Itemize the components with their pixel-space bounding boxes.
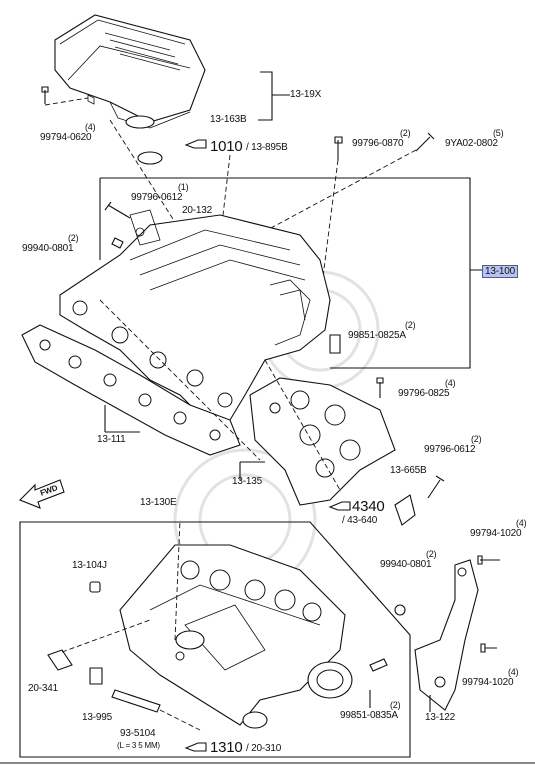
label-9ya02-0802[interactable]: 9YA02-0802 [445,138,498,149]
label-99794-0620[interactable]: 99794-0620 [40,132,92,143]
assembly-bracket-13-130e [19,521,411,758]
forward-arrow-icon [19,479,65,509]
qty-99794-1020-lower: (4) [508,667,519,677]
qty-99851-0835a: (2) [390,700,401,710]
hose-length-note: (L = 3 5 MM) [117,741,160,750]
hand-pointer-icon [184,139,351,752]
label-99796-0612-lower[interactable]: 99796-0612 [424,444,476,455]
label-99794-1020-lower[interactable]: 99794-1020 [462,677,514,688]
label-99851-0835a[interactable]: 99851-0835A [340,710,398,721]
qty-9ya02-0802: (5) [493,128,504,138]
label-13-135[interactable]: 13-135 [232,476,262,487]
qty-99796-0612-upper: (1) [178,182,189,192]
qty-99796-0825: (4) [445,378,456,388]
plenum-gasket [249,377,396,506]
ref-4340[interactable]: 4340 [352,498,385,515]
qty-99796-0612-lower: (2) [471,434,482,444]
support-bracket-small [394,494,416,526]
label-20-132[interactable]: 20-132 [182,205,212,216]
air-intake-cover [54,14,206,165]
ref-1010[interactable]: 1010 [210,138,243,155]
label-20-341[interactable]: 20-341 [28,683,58,694]
label-99796-0825[interactable]: 99796-0825 [398,388,450,399]
label-93-5104[interactable]: 93-5104 [120,728,156,739]
label-99796-0870[interactable]: 99796-0870 [352,138,404,149]
label-99940-0801-lower[interactable]: 99940-0801 [380,559,432,570]
label-13-100[interactable]: 13-100 [482,265,518,278]
qty-99851-0825a: (2) [405,320,416,330]
qty-99940-0801-upper: (2) [68,233,79,243]
upper-intake-manifold [59,201,331,421]
ref-13-895b[interactable]: / 13-895B [246,142,288,153]
label-99851-0825a[interactable]: 99851-0825A [348,330,406,341]
label-13-122[interactable]: 13-122 [425,712,455,723]
manifold-gasket [21,324,241,456]
bolt-icon [41,86,435,160]
lower-intake-plenum [119,544,353,729]
label-13-19x[interactable]: 13-19X [290,89,322,100]
qty-99794-1020-upper: (4) [516,518,527,528]
ref-1310[interactable]: 1310 [210,739,243,756]
label-13-104j[interactable]: 13-104J [72,560,107,571]
assembly-bracket-13-100 [99,177,482,369]
label-13-111[interactable]: 13-111 [97,434,126,445]
qty-99796-0870: (2) [400,128,411,138]
label-99796-0612-upper[interactable]: 99796-0612 [131,192,183,203]
hose-fittings [47,581,406,713]
label-13-163b[interactable]: 13-163B [210,114,247,125]
qty-99940-0801-lower: (2) [426,549,437,559]
support-bracket-large [414,555,500,711]
label-99794-1020-upper[interactable]: 99794-1020 [470,528,522,539]
label-13-995[interactable]: 13-995 [82,712,112,723]
label-13-665b[interactable]: 13-665B [390,465,427,476]
qty-99794-0620: (4) [85,122,96,132]
label-99940-0801-upper[interactable]: 99940-0801 [22,243,74,254]
ref-43-640[interactable]: / 43-640 [342,515,378,526]
ref-20-310[interactable]: / 20-310 [246,743,282,754]
label-13-130e[interactable]: 13-130E [140,497,177,508]
